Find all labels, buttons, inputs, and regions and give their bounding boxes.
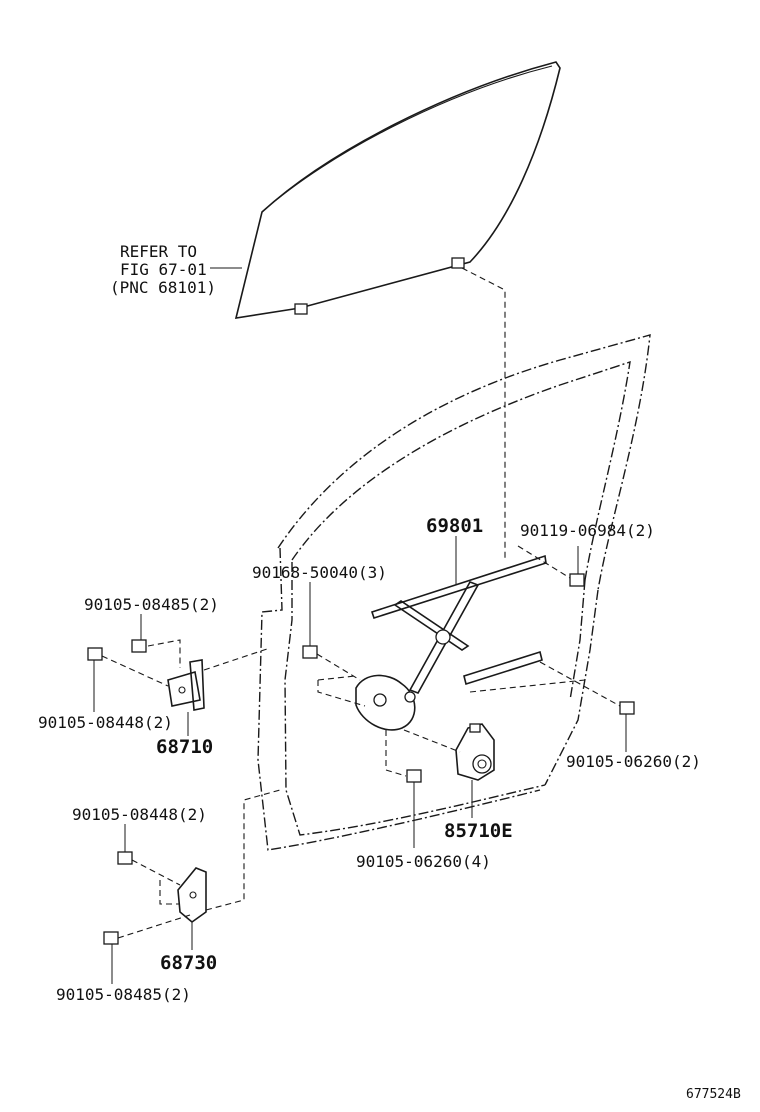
leader-lines xyxy=(93,536,627,984)
window-regulator xyxy=(355,554,547,731)
upper-hinge xyxy=(167,659,205,711)
part-label-90105-06260-bottom: 90105-06260(4) xyxy=(356,852,491,871)
bolt-icon xyxy=(87,647,103,661)
bolt-icon xyxy=(131,639,147,653)
door-frame xyxy=(257,334,651,851)
bolt-icon xyxy=(619,701,635,715)
refer-line-2: FIG 67-01 xyxy=(120,260,207,279)
diagram-id: 677524B xyxy=(686,1087,741,1102)
bolts xyxy=(87,573,635,945)
bolt-icon xyxy=(302,645,318,659)
part-label-90105-08448-top: 90105-08448(2) xyxy=(38,713,173,732)
regulator-motor xyxy=(455,723,495,781)
part-label-68710: 68710 xyxy=(156,736,213,758)
part-label-85710E: 85710E xyxy=(444,820,513,842)
part-label-90168: 90168-50040(3) xyxy=(252,563,387,582)
part-label-90105-08485-bottom: 90105-08485(2) xyxy=(56,985,191,1004)
lower-hinge xyxy=(177,867,207,924)
bolt-icon xyxy=(569,573,585,587)
refer-line-3: (PNC 68101) xyxy=(110,278,216,297)
refer-line-1: REFER TO xyxy=(120,242,197,261)
part-label-90105-08485-top: 90105-08485(2) xyxy=(84,595,219,614)
part-label-69801: 69801 xyxy=(426,515,483,537)
assembly-lines xyxy=(101,545,621,939)
bolt-icon xyxy=(406,769,422,783)
bolt-icon xyxy=(103,931,119,945)
part-label-90119: 90119-06984(2) xyxy=(520,521,655,540)
part-label-90105-08448-bottom: 90105-08448(2) xyxy=(72,805,207,824)
bolt-icon xyxy=(117,851,133,865)
part-label-90105-06260-right: 90105-06260(2) xyxy=(566,752,701,771)
door-glass xyxy=(234,61,561,319)
part-label-68730: 68730 xyxy=(160,952,217,974)
